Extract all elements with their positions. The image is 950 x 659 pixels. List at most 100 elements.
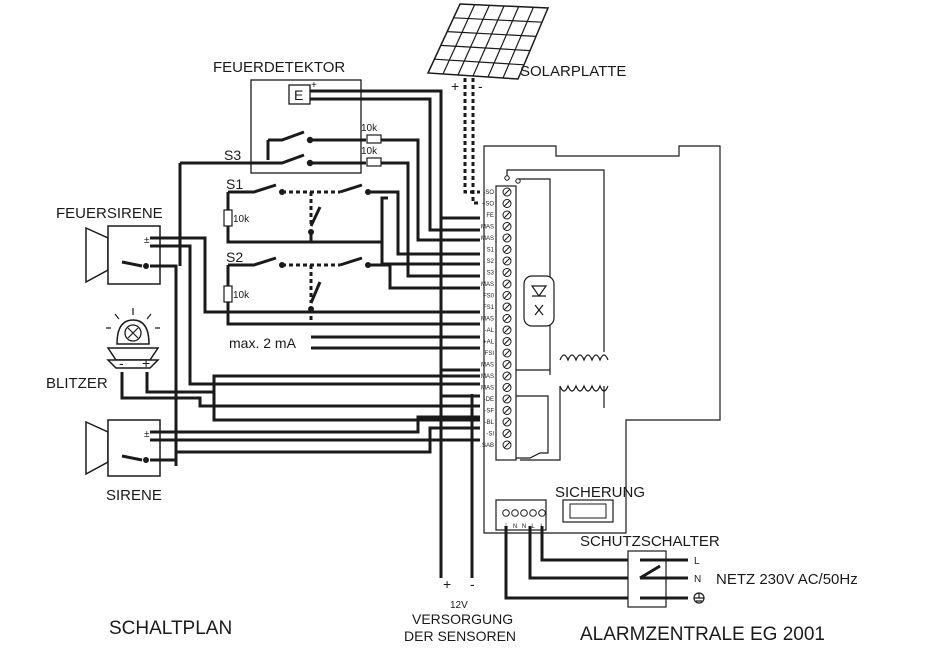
feuerdetektor-label: FEUERDETEKTOR bbox=[213, 59, 345, 76]
terminal-label: FE bbox=[486, 213, 494, 219]
terminal-label: MAS bbox=[481, 374, 494, 380]
resistor-top-1-label: 10k bbox=[361, 123, 378, 134]
s1-contact-c bbox=[309, 206, 322, 227]
terminal-label: -AL bbox=[485, 328, 495, 334]
detector-element bbox=[288, 84, 311, 105]
terminal-label: S3 bbox=[487, 271, 495, 277]
wire-feuersirene-1 bbox=[150, 236, 480, 314]
wire-fe bbox=[310, 89, 480, 220]
mains-n: N bbox=[694, 574, 701, 585]
s1-label: S1 bbox=[226, 176, 243, 192]
supply-minus: - bbox=[470, 576, 475, 592]
terminal-label: MAS bbox=[481, 236, 494, 242]
terminal-list: -SO+SOFEMASMASS1S2S3MASFS0FS1MAS-AL+ALFS… bbox=[481, 187, 512, 450]
mains-terminal-screw bbox=[538, 509, 546, 517]
mains-terminal-label: N bbox=[522, 524, 526, 530]
terminal-label: FS0 bbox=[483, 294, 495, 300]
wire-sirene-2 bbox=[150, 426, 480, 442]
wire-s3-mas bbox=[381, 138, 480, 242]
wire-s1 bbox=[368, 190, 480, 256]
detector-plus: + bbox=[311, 80, 317, 91]
transformer bbox=[520, 354, 609, 461]
resistor-s2-label: 10k bbox=[233, 290, 250, 301]
terminal-label: +SO bbox=[482, 202, 495, 208]
solar-lead-plus bbox=[471, 78, 480, 205]
wire-mains-l bbox=[540, 526, 632, 562]
mains-terminal-screw bbox=[520, 509, 528, 517]
s3-contact-upper bbox=[268, 130, 305, 142]
wire-sirene-1 bbox=[150, 415, 480, 434]
s1-contact-b bbox=[339, 183, 363, 194]
s1-contact-a bbox=[228, 183, 277, 194]
wire-feuersirene-3 bbox=[150, 264, 178, 460]
feuerdetektor-box bbox=[250, 79, 362, 174]
mains-label: NETZ 230V AC/50Hz bbox=[716, 571, 858, 588]
s2-contact-c bbox=[309, 281, 322, 304]
solar-minus-label: - bbox=[478, 78, 483, 94]
mains-terminal-screw bbox=[502, 509, 510, 517]
s2-label: S2 bbox=[226, 249, 243, 265]
housing-outline bbox=[483, 145, 721, 534]
terminal-label: +AL bbox=[483, 340, 495, 346]
s3-label: S3 bbox=[224, 147, 241, 163]
current-note: max. 2 mA bbox=[229, 335, 297, 351]
alarmzentrale-title: ALARMZENTRALE EG 2001 bbox=[580, 624, 825, 645]
terminal-label: SAB bbox=[482, 443, 494, 449]
optocoupler bbox=[523, 275, 555, 327]
wire-sirene-3 bbox=[150, 440, 432, 462]
terminal-strip bbox=[495, 185, 517, 461]
sirene-pm: ± bbox=[144, 429, 150, 440]
wire-blitzer-plus bbox=[145, 372, 480, 394]
feuersirene-box bbox=[107, 225, 161, 285]
sirene-box bbox=[107, 419, 161, 477]
wire-blitzer-minus bbox=[120, 372, 480, 408]
feuersirene-pm: ± bbox=[144, 235, 150, 246]
resistor-top-1 bbox=[366, 134, 382, 144]
resistor-s1 bbox=[223, 209, 233, 227]
terminal-label: MAS bbox=[481, 386, 494, 392]
blitzer-minus: - bbox=[119, 355, 124, 371]
wire-s2-return bbox=[226, 302, 480, 326]
wire-s3 bbox=[381, 161, 480, 278]
mains-terminal-label: N bbox=[513, 524, 517, 530]
sirene-label: SIRENE bbox=[106, 487, 162, 504]
terminal-label: S2 bbox=[487, 259, 495, 265]
solarplatte-label: SOLARPLATTE bbox=[520, 63, 626, 80]
schutzschalter-lever bbox=[639, 564, 661, 580]
schaltplan-title: SCHALTPLAN bbox=[109, 618, 232, 639]
supply-plus: + bbox=[443, 576, 451, 592]
terminal-label: -DE bbox=[484, 397, 494, 403]
terminal-label: FS1 bbox=[483, 305, 495, 311]
terminal-label: -BL bbox=[485, 420, 495, 426]
terminal-label: FSI bbox=[485, 351, 495, 357]
wire-feuersirene-2 bbox=[150, 244, 480, 386]
solar-panel bbox=[426, 3, 550, 80]
wire-mains-pe bbox=[504, 526, 632, 600]
terminal-label: MAS bbox=[481, 317, 494, 323]
mains-terminal-label: L bbox=[531, 524, 535, 530]
schutzschalter-label: SCHUTZSCHALTER bbox=[580, 533, 720, 550]
blitzer-plus: + bbox=[142, 355, 150, 371]
mains-terminal-screw bbox=[529, 509, 537, 517]
s3-contact-lower bbox=[180, 153, 305, 165]
detector-symbol: E bbox=[294, 87, 303, 103]
s2-contact-a bbox=[228, 256, 277, 267]
solar-lead-minus bbox=[463, 78, 480, 194]
terminal-label: -SI bbox=[486, 432, 494, 438]
resistor-top-2 bbox=[366, 157, 382, 167]
solar-plus-label: + bbox=[451, 78, 459, 94]
mains-l: L bbox=[694, 556, 700, 567]
wire-s2-mas bbox=[368, 263, 480, 290]
terminal-label: -SO bbox=[483, 190, 494, 196]
terminal-label: -SF bbox=[484, 409, 494, 415]
supply-voltage: 12V bbox=[450, 600, 468, 611]
terminal-label: S1 bbox=[487, 248, 495, 254]
wire-mains-n bbox=[528, 526, 632, 580]
feuersirene-horn bbox=[85, 226, 109, 284]
blitzer-lamp bbox=[106, 308, 160, 369]
terminal-label: MAS bbox=[481, 225, 494, 231]
wire-det-mas bbox=[310, 97, 480, 232]
mains-terminal-screw bbox=[511, 509, 519, 517]
s2-contact-b bbox=[339, 256, 363, 267]
